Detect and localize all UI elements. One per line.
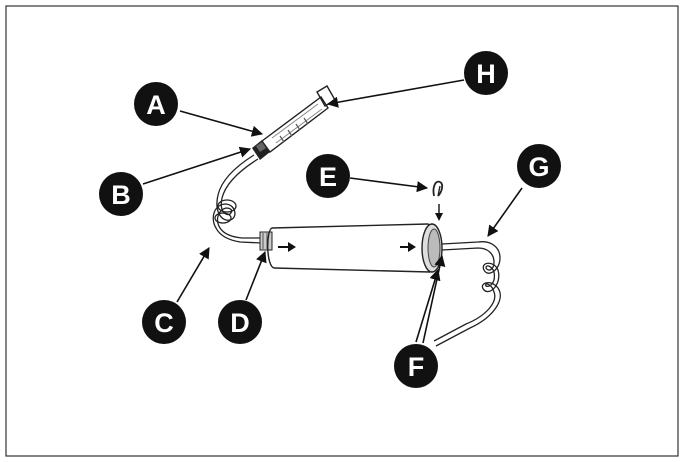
- leader-e: [349, 177, 429, 193]
- callout-d-label: D: [230, 308, 250, 338]
- leader-f: [415, 268, 441, 343]
- callout-g: G: [517, 144, 561, 188]
- callout-b: B: [99, 172, 143, 216]
- clip: [432, 180, 444, 221]
- callout-f: F: [394, 344, 438, 388]
- syringe: [252, 85, 336, 160]
- callout-e-label: E: [319, 162, 337, 192]
- leader-lines: [142, 79, 523, 344]
- callout-d: D: [218, 300, 262, 344]
- inlet-hose: [212, 154, 263, 244]
- leader-c: [176, 247, 210, 303]
- callout-a: A: [134, 82, 178, 126]
- callout-a-label: A: [146, 90, 166, 120]
- callout-c: C: [142, 300, 186, 344]
- leader-d: [245, 250, 267, 301]
- diagram-frame: [5, 5, 679, 457]
- callout-f-label: F: [408, 352, 425, 382]
- callout-g-label: G: [528, 152, 549, 182]
- callout-b-label: B: [111, 180, 131, 210]
- leader-g: [487, 187, 523, 237]
- leader-f2: [422, 254, 446, 344]
- outlet-hose: [433, 241, 501, 347]
- leader-a: [179, 110, 264, 137]
- callout-c-label: C: [154, 308, 174, 338]
- callout-e: E: [306, 154, 350, 198]
- leader-b: [142, 146, 252, 185]
- leader-h: [326, 79, 465, 108]
- callout-h-label: H: [476, 59, 496, 89]
- callout-h: H: [464, 51, 508, 95]
